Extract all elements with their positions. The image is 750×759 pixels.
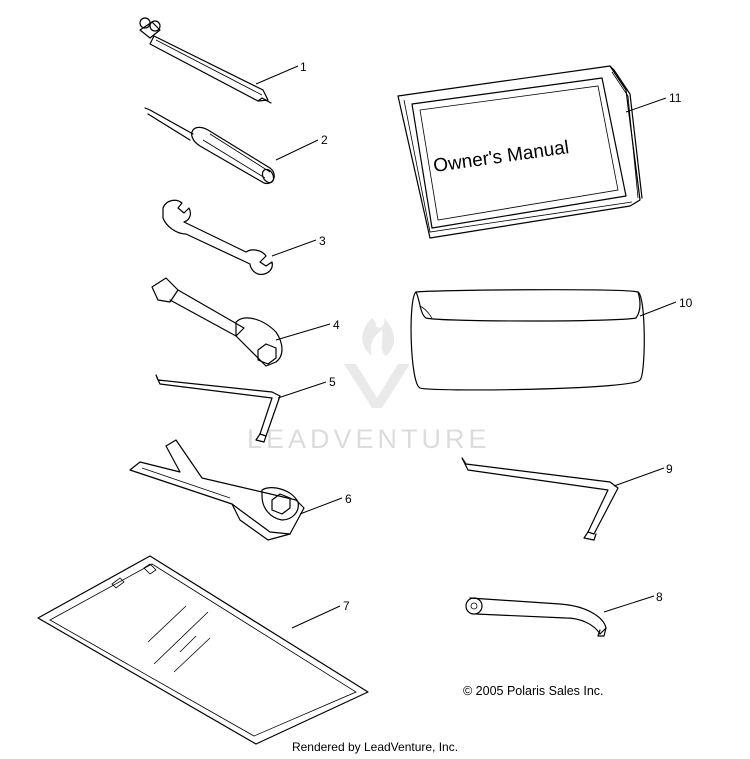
part-4-spark-plug-socket <box>151 277 283 367</box>
callout-8: 8 <box>656 590 663 604</box>
callout-3: 3 <box>319 234 326 248</box>
watermark-text: LEADVENTURE <box>247 424 491 454</box>
copyright-notice: © 2005 Polaris Sales Inc. <box>463 684 604 698</box>
part-2-screwdriver <box>144 107 275 185</box>
part-11-owners-manual: Owner's Manual <box>397 65 643 239</box>
callout-7: 7 <box>343 599 350 613</box>
part-9-hex-key <box>461 457 619 541</box>
callout-11: 11 <box>669 91 682 105</box>
callout-4: 4 <box>333 318 340 332</box>
callout-5: 5 <box>329 375 336 389</box>
render-credit: Rendered by LeadVenture, Inc. <box>291 740 459 754</box>
callout-1: 1 <box>300 60 307 74</box>
callout-2: 2 <box>321 133 328 147</box>
callout-10: 10 <box>679 296 693 310</box>
watermark-logo-icon <box>344 318 410 408</box>
part-10-tool-pouch <box>410 289 645 391</box>
callout-6: 6 <box>345 492 352 506</box>
part-8-spanner-wrench <box>465 597 607 637</box>
part-6-bracket <box>129 439 305 541</box>
part-3-wrench <box>162 199 273 275</box>
part-1-tool <box>139 17 272 104</box>
manual-cover-title: Owner's Manual <box>432 137 570 177</box>
part-7-sleeve <box>37 555 369 745</box>
callout-9: 9 <box>666 462 673 476</box>
part-5-hex-key <box>155 374 281 443</box>
